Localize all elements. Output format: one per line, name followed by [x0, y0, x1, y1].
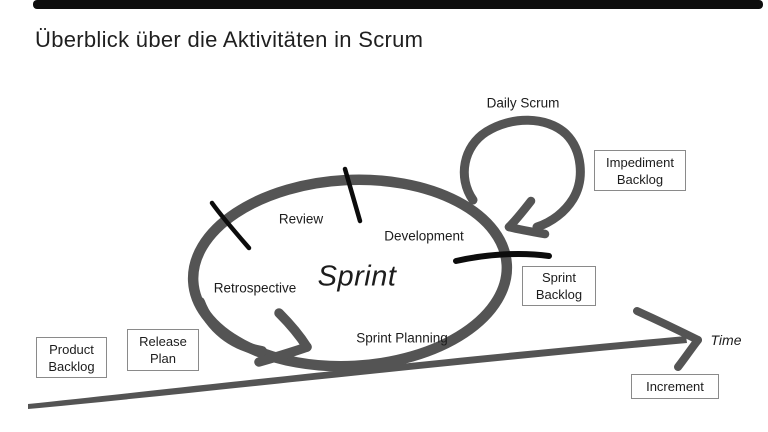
daily-scrum-loop-icon: [459, 115, 585, 239]
slide-title: Überblick über die Aktivitäten in Scrum: [35, 27, 424, 52]
top-divider-bar: [33, 0, 763, 9]
increment-box: Increment: [631, 374, 719, 399]
daily-scrum-label: Daily Scrum: [486, 95, 560, 111]
impediment-backlog-line2: Backlog: [616, 171, 664, 187]
cycle-direction-arrow-icon: [195, 297, 312, 367]
impediment-backlog-box: Impediment Backlog: [594, 150, 686, 191]
sprint-planning-label: Sprint Planning: [356, 330, 448, 346]
sprint-backlog-line1: Sprint: [542, 270, 576, 285]
release-plan-line1: Release: [139, 334, 187, 349]
product-backlog-line1: Product: [49, 341, 94, 357]
tick-mark-sprint-backlog: [453, 250, 552, 264]
tick-mark-review: [209, 200, 252, 251]
sprint-cycle-ellipse: [187, 174, 513, 372]
impediment-backlog-line1: Impediment: [606, 154, 674, 170]
tick-mark-top: [342, 166, 363, 224]
sprint-backlog-line2: Backlog: [535, 287, 583, 302]
release-plan-box: Release Plan: [127, 329, 199, 371]
review-label: Review: [278, 211, 324, 227]
release-plan-line2: Plan: [149, 351, 177, 366]
product-backlog-box: Product Backlog: [36, 337, 107, 378]
time-label: Time: [710, 332, 742, 348]
product-backlog-line2: Backlog: [48, 358, 95, 374]
development-label: Development: [384, 228, 464, 244]
retrospective-label: Retrospective: [213, 280, 297, 296]
time-arrow-icon: [28, 307, 702, 409]
sprint-label: Sprint: [317, 260, 397, 293]
increment-line1: Increment: [646, 379, 704, 394]
sprint-backlog-box: Sprint Backlog: [522, 266, 596, 306]
